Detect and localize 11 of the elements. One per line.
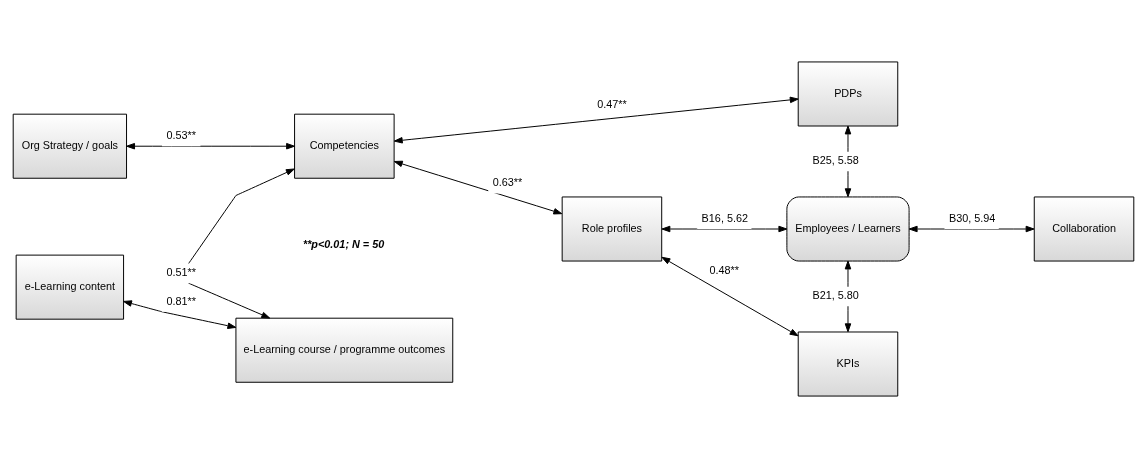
- edge-label: 0.63**: [492, 175, 523, 188]
- edge-label: B30, 5.94: [949, 211, 996, 224]
- edge-label: 0.48**: [709, 263, 740, 276]
- edge-label: B25, 5.58: [812, 153, 859, 166]
- edge-label: B21, 5.80: [812, 288, 859, 301]
- edge-label: B16, 5.62: [701, 211, 748, 224]
- edge-label: 0.81**: [166, 294, 196, 307]
- edge-label: 0.47**: [597, 97, 627, 110]
- label: **p<0.01; N = 50: [302, 237, 385, 250]
- edge-label: 0.51**: [166, 265, 196, 278]
- edge-label: 0.53**: [166, 128, 196, 141]
